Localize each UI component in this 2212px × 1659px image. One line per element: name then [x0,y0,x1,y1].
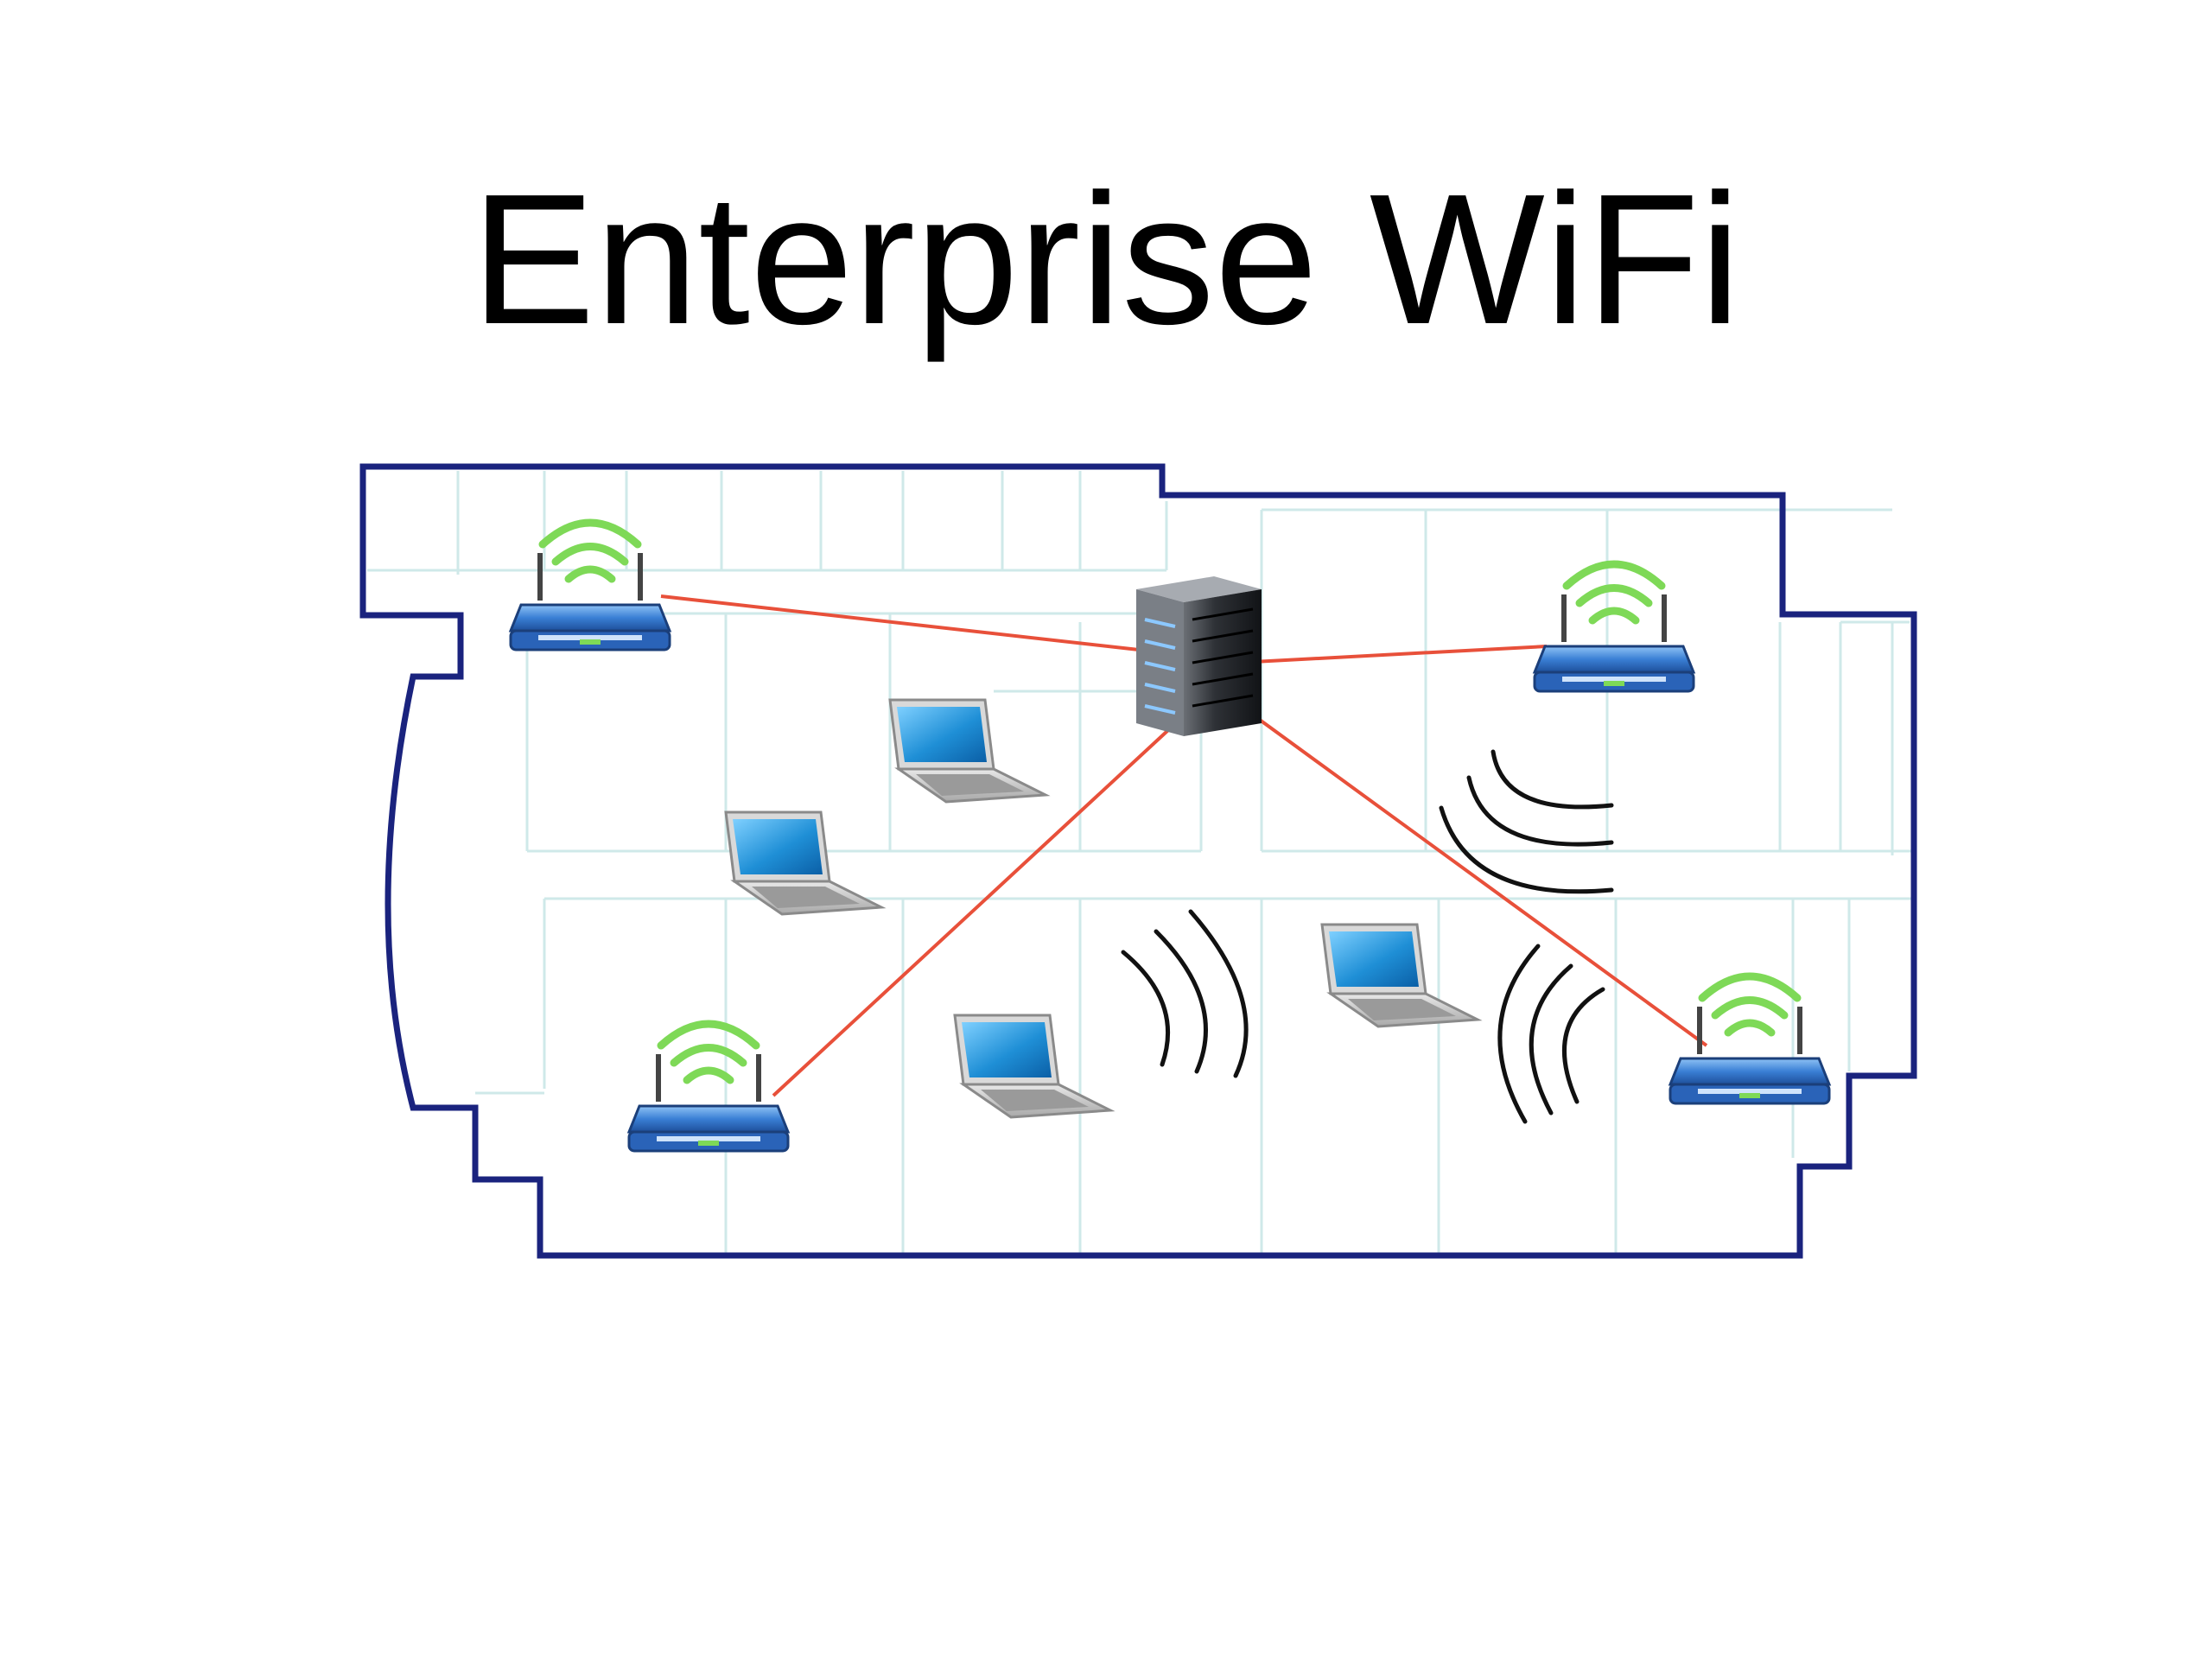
link-server-ap-4 [1243,707,1708,1047]
wired-links [660,594,1708,1097]
wireless-router-icon [629,1024,788,1151]
laptop-icon [888,698,1047,804]
server-icon [1136,576,1262,736]
link-server-ap-3 [772,718,1181,1097]
room-partitions [367,471,1914,1253]
wireless-router-icon [1670,976,1829,1103]
link-server-ap-1 [660,594,1140,652]
laptop-icon [953,1014,1112,1119]
building-outline [359,463,1917,1259]
slide-title: Enterprise WiFi [471,155,1741,363]
wireless-router-icon [1535,564,1694,691]
laptop-icon [1320,923,1479,1028]
link-server-ap-2 [1252,645,1548,664]
wireless-router-icon [511,523,670,650]
radio-waves [1121,749,1614,1124]
